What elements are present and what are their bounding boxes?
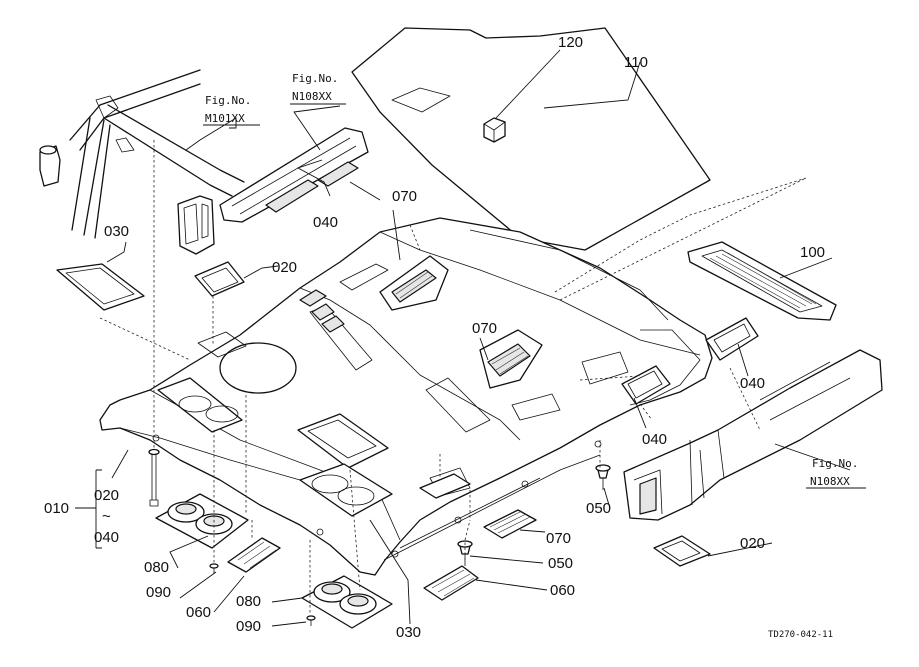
trim-frame-small [419, 473, 471, 499]
part-label-range-end[interactable]: 040 [94, 529, 119, 546]
headliner-010 [99, 217, 713, 576]
figure-reference-line2: N108XX [810, 475, 850, 488]
right-air-duct [623, 349, 883, 521]
part-label-090-a[interactable]: 090 [146, 584, 171, 601]
part-label-080-b[interactable]: 080 [236, 593, 261, 610]
part-label-020-right[interactable]: 020 [740, 535, 765, 552]
trim-frame-020-left [194, 261, 245, 297]
part-label-070-top[interactable]: 070 [392, 188, 417, 205]
figure-reference-line1: Fig.No. [292, 72, 338, 85]
bracket-060-left [227, 537, 281, 573]
lamp-housing-center [299, 463, 393, 517]
figure-reference-n108-right[interactable]: Fig.No. N108XX [806, 457, 866, 489]
part-labels: 010 020 ~ 040 030 020 040 070 070 070 12… [44, 34, 825, 641]
assembly-lines [99, 140, 807, 615]
figure-reference-n108-top[interactable]: Fig.No. N108XX [290, 72, 346, 105]
part-label-040-mid[interactable]: 040 [642, 431, 667, 448]
part-label-050-a[interactable]: 050 [586, 500, 611, 517]
vent-070-top [339, 255, 449, 311]
trim-frame-040-mid [621, 365, 671, 405]
part-label-020-left[interactable]: 020 [272, 259, 297, 276]
upper-air-duct [219, 127, 369, 223]
trim-frame-040-right [705, 317, 759, 361]
vent-070-mid [479, 329, 543, 389]
part-label-030-bottom[interactable]: 030 [396, 624, 421, 641]
part-label-040-top[interactable]: 040 [313, 214, 338, 231]
leader-lines [75, 49, 851, 627]
part-label-110[interactable]: 110 [624, 54, 648, 71]
part-label-080-a[interactable]: 080 [144, 559, 169, 576]
part-label-010[interactable]: 010 [44, 500, 69, 517]
part-label-060-left[interactable]: 060 [186, 604, 211, 621]
part-label-range-tilde: ~ [102, 508, 111, 525]
figure-reference-line2: M101XX [205, 112, 245, 125]
figure-reference-line1: Fig.No. [812, 457, 858, 470]
part-label-040-right[interactable]: 040 [740, 375, 765, 392]
grille-panel-100 [687, 241, 837, 321]
figure-reference-line1: Fig.No. [205, 94, 251, 107]
screw-090-a [209, 563, 219, 574]
bolt-long-left [148, 448, 160, 507]
roof-panel-110 [351, 27, 711, 251]
figure-reference-line2: N108XX [292, 90, 332, 103]
figure-reference-m101[interactable]: Fig.No. M101XX [203, 94, 260, 126]
screw-090-b [306, 615, 316, 626]
part-label-090-b[interactable]: 090 [236, 618, 261, 635]
trim-frame-020-right [653, 535, 711, 567]
part-label-range-start[interactable]: 020 [94, 487, 119, 504]
lamp-080-right [301, 575, 393, 629]
part-label-030-left[interactable]: 030 [104, 223, 129, 240]
part-label-070-mid[interactable]: 070 [472, 320, 497, 337]
bracket-060-right [423, 565, 479, 601]
trim-frame-030-left [56, 263, 145, 311]
lamp-080-left [155, 493, 249, 549]
part-label-050-b[interactable]: 050 [548, 555, 573, 572]
cab-frame-left [39, 69, 245, 255]
drawing-code: TD270-042-11 [768, 630, 833, 640]
screw-050-a [595, 464, 611, 490]
trim-frame-030-center [297, 413, 389, 469]
part-label-070-low[interactable]: 070 [546, 530, 571, 547]
vent-070-low [483, 509, 537, 539]
part-label-100[interactable]: 100 [800, 244, 825, 261]
part-label-120[interactable]: 120 [558, 34, 583, 51]
part-label-060-right[interactable]: 060 [550, 582, 575, 599]
